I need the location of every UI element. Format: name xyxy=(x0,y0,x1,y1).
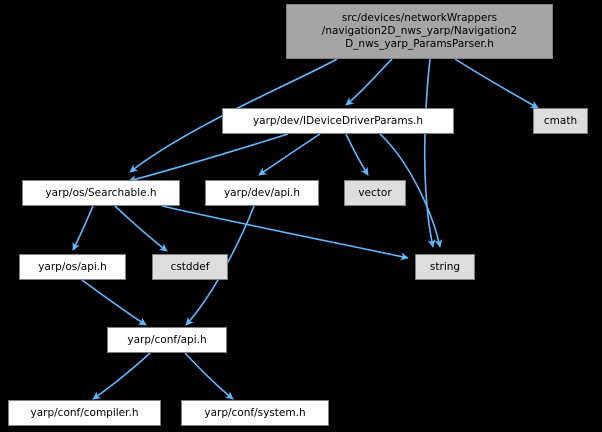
edge-root-to-idevicedriverparams xyxy=(345,58,393,106)
graph-node-searchable[interactable]: yarp/os/Searchable.h xyxy=(22,180,180,206)
edge-searchable-to-cstddef xyxy=(114,205,168,252)
graph-node-confsystem[interactable]: yarp/conf/system.h xyxy=(181,400,329,426)
graph-node-vector[interactable]: vector xyxy=(344,180,406,206)
edge-root-to-string xyxy=(423,58,436,248)
edge-osapi-to-confapi xyxy=(81,279,147,326)
edge-confapi-to-confsystem xyxy=(184,352,234,400)
edge-searchable-to-string xyxy=(161,205,409,261)
edge-searchable-to-osapi xyxy=(72,205,94,251)
graph-node-confapi[interactable]: yarp/conf/api.h xyxy=(107,327,227,353)
graph-node-string[interactable]: string xyxy=(415,254,475,280)
graph-node-root: src/devices/networkWrappers /navigation2… xyxy=(286,4,553,59)
graph-node-osapi[interactable]: yarp/os/api.h xyxy=(19,254,126,280)
edge-idevicedriverparams-to-devapi xyxy=(258,133,321,176)
edge-idevicedriverparams-to-vector xyxy=(345,133,369,176)
edge-root-to-cmath xyxy=(454,58,539,109)
graph-node-cmath[interactable]: cmath xyxy=(533,108,588,134)
edge-confapi-to-confcompiler xyxy=(92,352,151,400)
graph-node-idevicedriverparams[interactable]: yarp/dev/IDeviceDriverParams.h xyxy=(222,108,454,134)
graph-node-confcompiler[interactable]: yarp/conf/compiler.h xyxy=(8,400,161,426)
graph-node-cstddef[interactable]: cstddef xyxy=(152,254,228,280)
edge-idevicedriverparams-to-searchable xyxy=(128,133,289,183)
graph-node-devapi[interactable]: yarp/dev/api.h xyxy=(205,180,319,206)
